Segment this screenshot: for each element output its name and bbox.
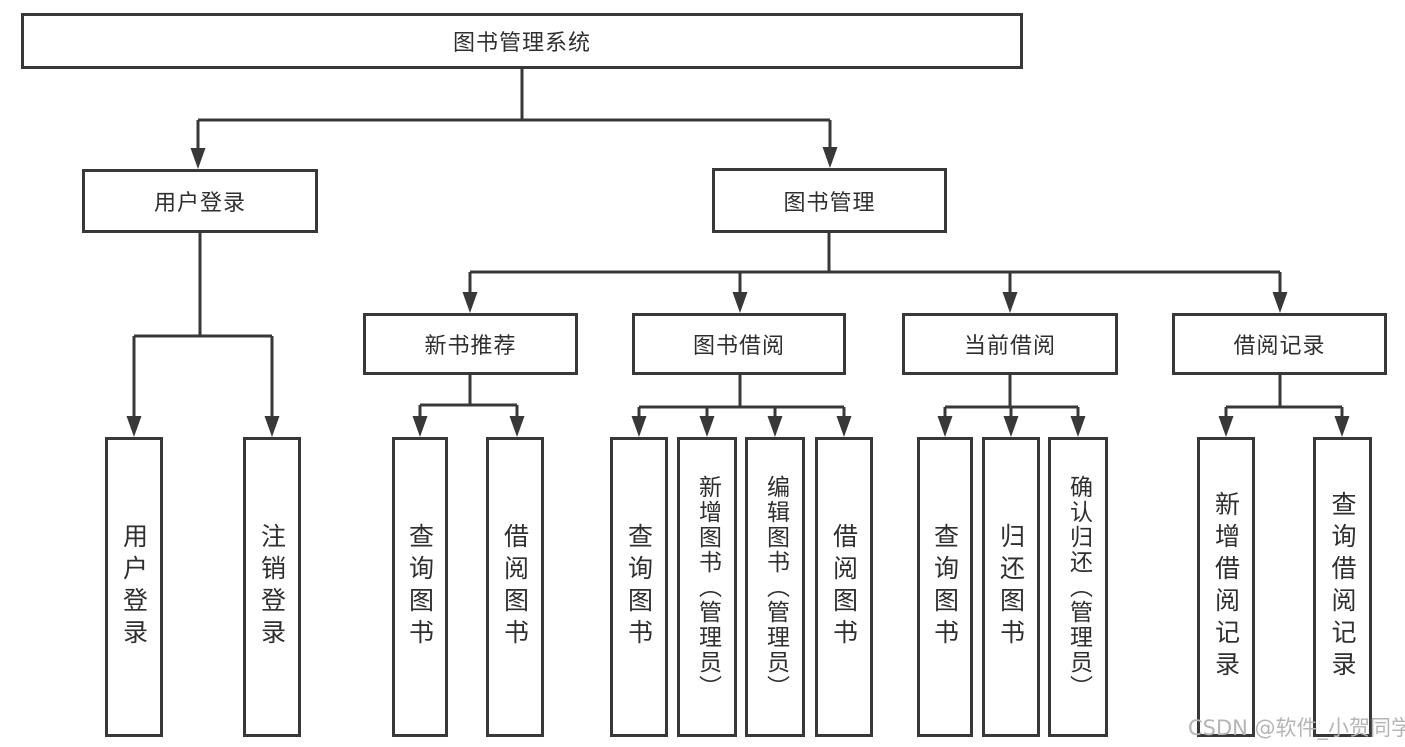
arrowhead: [767, 416, 783, 437]
arrowhead: [1218, 416, 1234, 437]
node-book-management-branch: 图书管理: [712, 168, 947, 233]
arrowhead: [937, 416, 953, 437]
node-label: 新增借阅记录: [1211, 491, 1241, 683]
arrowhead: [264, 416, 280, 437]
node-label: 当前借阅: [963, 334, 1056, 359]
node-new-book-recommendation: 新书推荐: [363, 313, 578, 375]
leaf-query-books-3: 查询图书: [917, 437, 973, 737]
node-book-borrowing: 图书借阅: [632, 313, 846, 375]
leaf-edit-book-admin: 编辑图书（管理员）: [745, 437, 805, 737]
node-current-borrowing: 当前借阅: [902, 313, 1118, 375]
node-label: 用户登录: [119, 523, 149, 651]
node-label: 查询图书: [624, 523, 654, 651]
node-label: 借阅图书: [500, 523, 530, 651]
leaf-borrow-books-1: 借阅图书: [486, 437, 544, 737]
node-label: 图书管理: [783, 190, 876, 216]
arrowhead: [1272, 292, 1288, 313]
arrowhead: [509, 416, 525, 437]
arrowhead: [190, 148, 206, 169]
arrowhead: [1002, 292, 1018, 313]
arrowhead: [412, 416, 428, 437]
node-label: 借阅记录: [1233, 334, 1326, 359]
arrowhead: [699, 416, 715, 437]
node-label: 查询借阅记录: [1328, 491, 1357, 683]
node-library-system-root: 图书管理系统: [21, 13, 1023, 69]
node-label: 借阅图书: [829, 523, 859, 651]
node-label: 确认归还（管理员）: [1065, 474, 1092, 700]
node-borrowing-records: 借阅记录: [1172, 313, 1387, 375]
node-label: 注销登录: [257, 523, 287, 651]
arrowhead: [1334, 416, 1350, 437]
leaf-query-borrow-record: 查询借阅记录: [1313, 437, 1372, 737]
arrowhead: [631, 416, 647, 437]
leaf-query-books-2: 查询图书: [610, 437, 668, 737]
csdn-watermark: CSDN @软件_小贺同学: [1188, 716, 1405, 740]
arrowhead: [1003, 416, 1019, 437]
leaf-query-books-1: 查询图书: [392, 437, 448, 737]
leaf-borrow-books-2: 借阅图书: [815, 437, 873, 737]
leaf-logout: 注销登录: [243, 437, 301, 737]
node-label: 编辑图书（管理员）: [762, 474, 789, 700]
leaf-return-book: 归还图书: [982, 437, 1040, 737]
node-label: 用户登录: [153, 191, 246, 216]
node-label: 归还图书: [996, 523, 1026, 651]
leaf-add-book-admin: 新增图书（管理员）: [677, 437, 737, 737]
arrowhead: [732, 292, 748, 313]
leaf-user-login: 用户登录: [105, 437, 163, 737]
node-label: 图书借阅: [692, 334, 785, 359]
leaf-confirm-return-admin: 确认归还（管理员）: [1048, 437, 1108, 737]
node-label: 新书推荐: [424, 334, 517, 359]
arrowhead: [822, 147, 838, 168]
arrowhead: [1070, 416, 1086, 437]
arrowhead: [836, 416, 852, 437]
node-user-login-branch: 用户登录: [82, 169, 318, 233]
arrowhead: [126, 416, 142, 437]
leaf-add-borrow-record: 新增借阅记录: [1197, 437, 1255, 737]
node-label: 图书管理系统: [452, 31, 591, 56]
node-label: 查询图书: [930, 523, 960, 651]
node-label: 新增图书（管理员）: [694, 474, 721, 700]
arrowhead: [462, 292, 478, 313]
node-label: 查询图书: [405, 523, 435, 651]
